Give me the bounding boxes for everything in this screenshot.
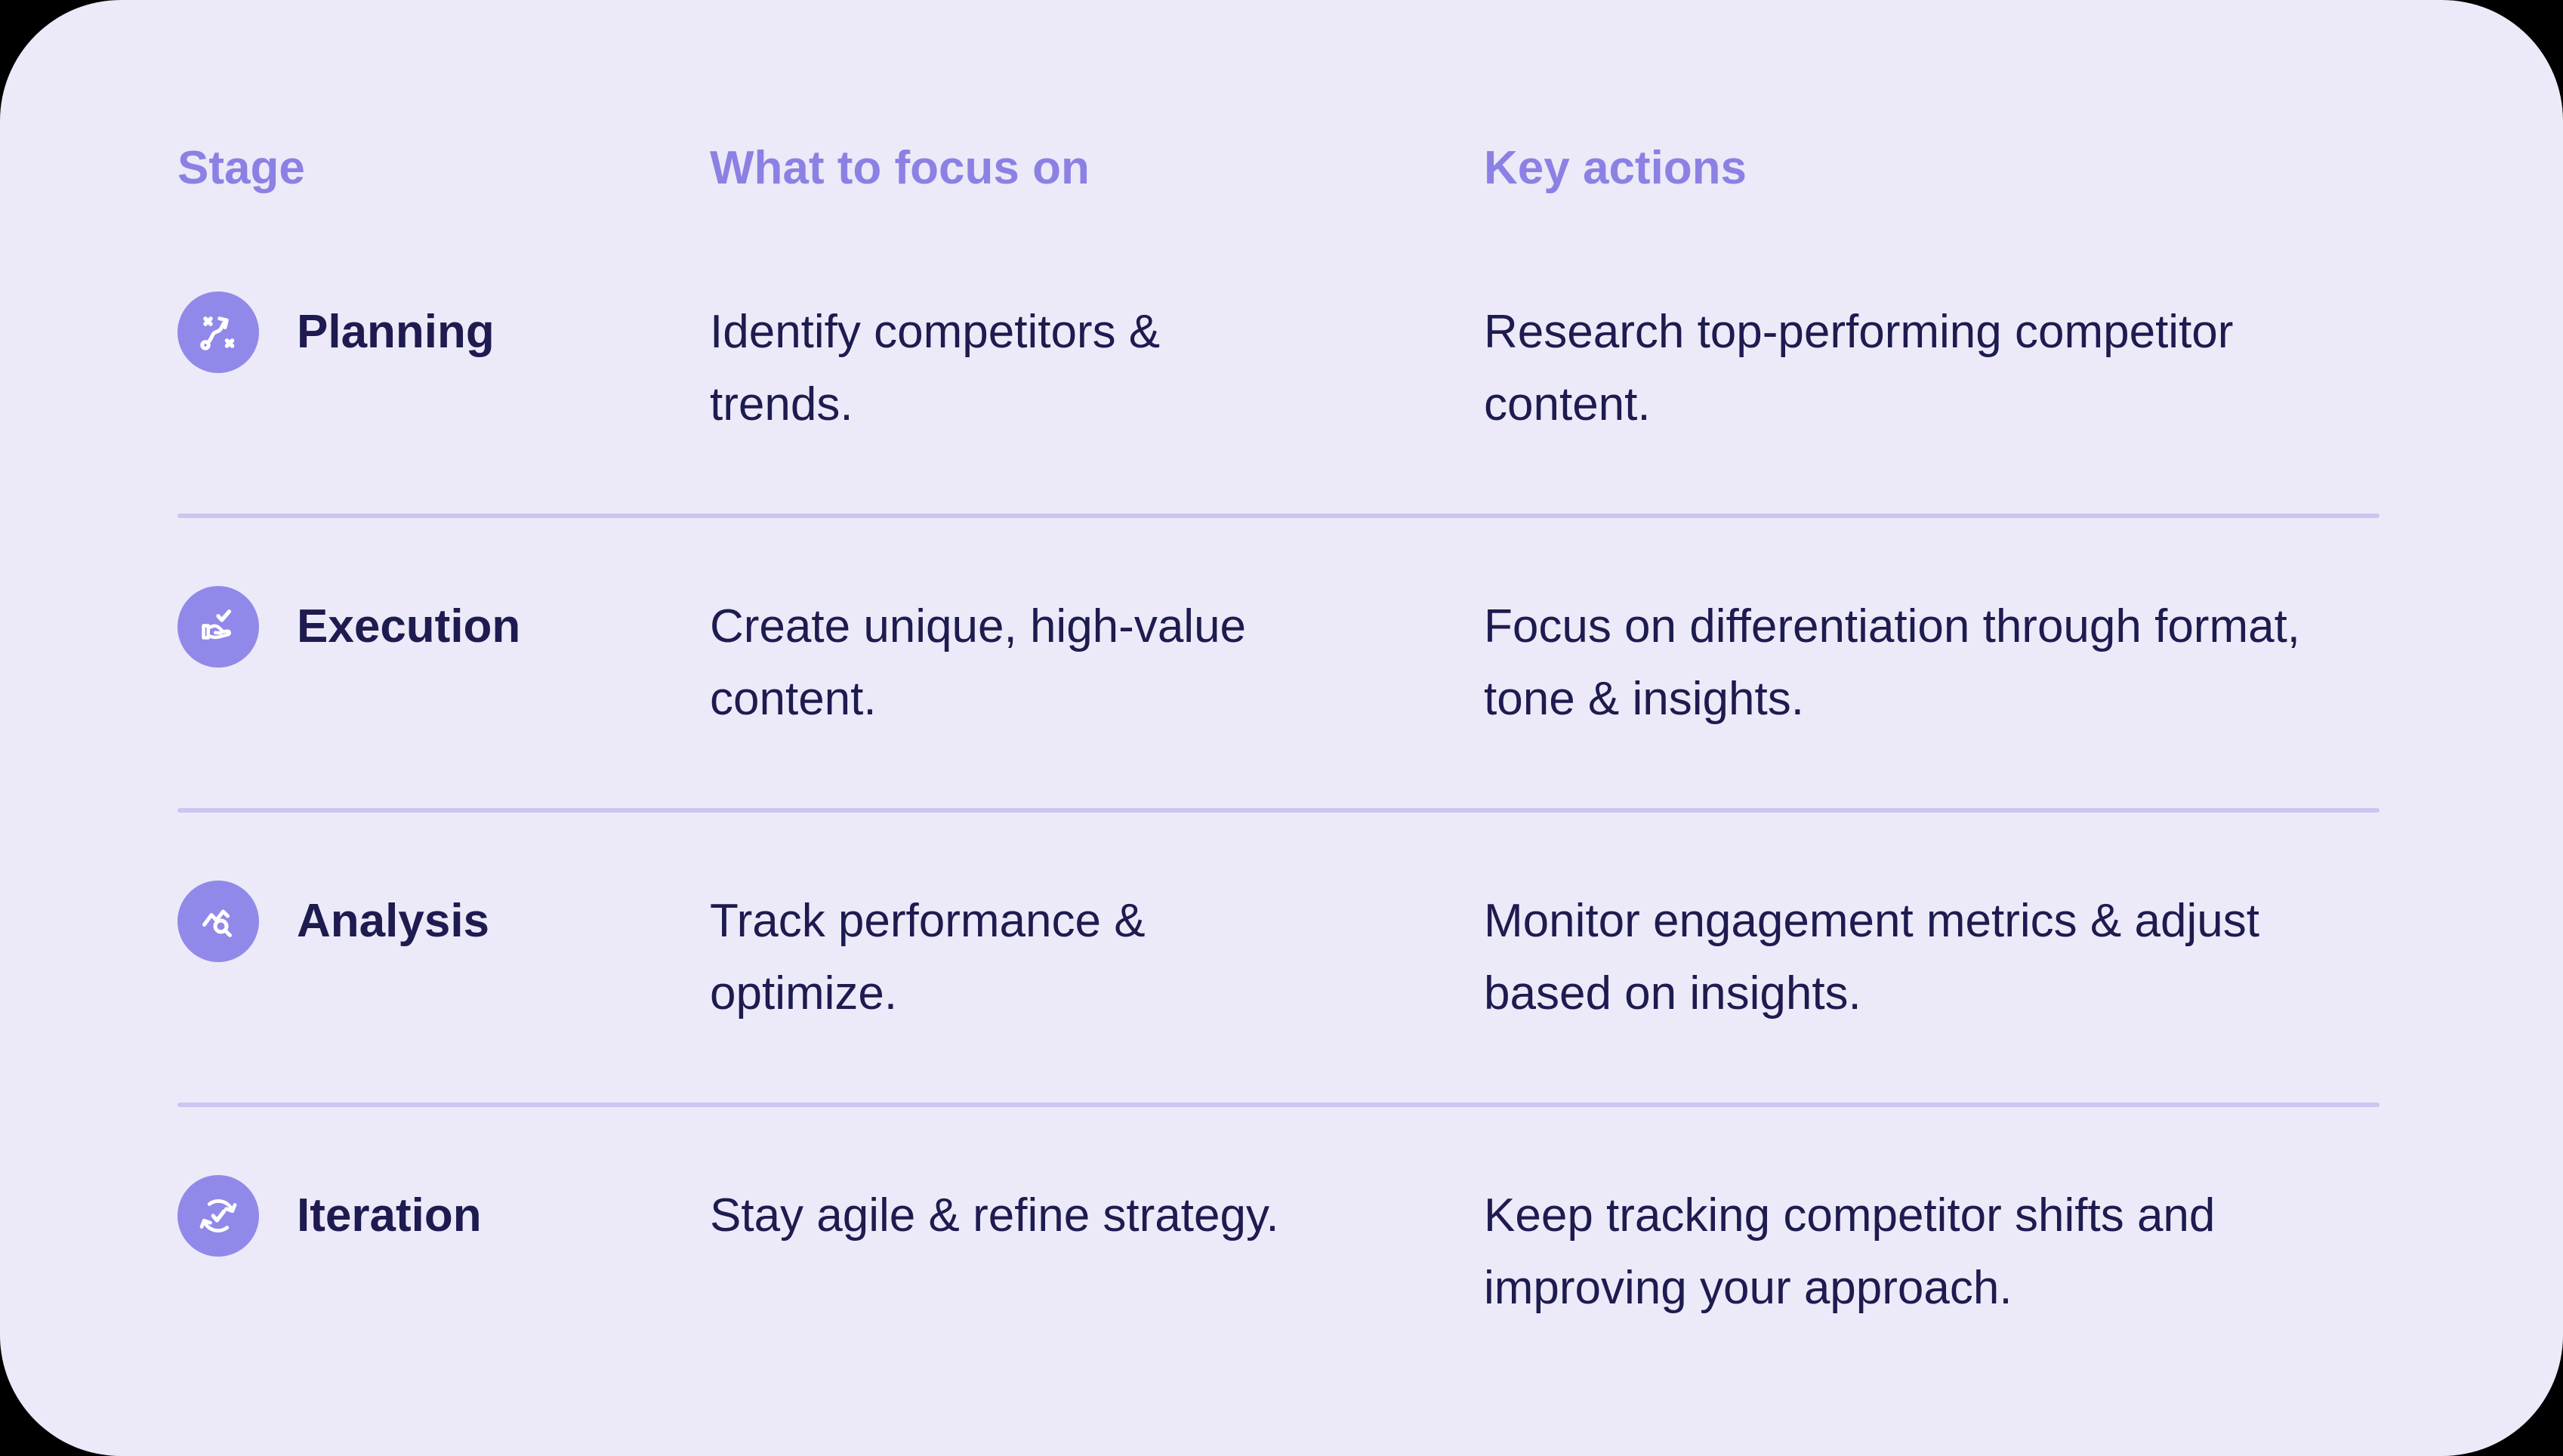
focus-cell: Stay agile & refine strategy. (710, 1180, 1484, 1252)
column-header-key-actions: Key actions (1484, 142, 1747, 194)
stage-cell: Execution (177, 586, 710, 668)
column-header-stage: Stage (177, 142, 305, 194)
table-header-row: Stage What to focus on Key actions (177, 132, 2382, 204)
actions-text: Research top-performing competitor conte… (1484, 306, 2234, 430)
table-row-execution: Execution Create unique, high-value cont… (177, 518, 2382, 808)
actions-cell: Research top-performing competitor conte… (1484, 296, 2382, 441)
focus-cell: Track performance & optimize. (710, 885, 1484, 1030)
hand-check-icon (202, 609, 232, 640)
row-divider (177, 1103, 2379, 1107)
actions-cell: Focus on differentiation through format,… (1484, 591, 2382, 736)
actions-text: Keep tracking competitor shifts and impr… (1484, 1189, 2216, 1314)
row-divider (177, 514, 2379, 518)
column-header-focus: What to focus on (710, 142, 1090, 194)
actions-text: Focus on differentiation through format,… (1484, 600, 2301, 725)
stage-label: Execution (297, 600, 521, 652)
stage-cell: Iteration (177, 1175, 710, 1257)
actions-cell: Monitor engagement metrics & adjust base… (1484, 885, 2382, 1030)
stage-label: Analysis (297, 895, 490, 947)
stage-cell: Planning (177, 292, 710, 373)
strategy-path-icon (200, 316, 235, 350)
focus-text: Identify competitors & trends. (710, 306, 1161, 430)
focus-text: Create unique, high-value content. (710, 600, 1247, 725)
chart-magnifier-icon (202, 909, 232, 937)
table-row-iteration: Iteration Stay agile & refine strategy. … (177, 1107, 2382, 1397)
table-row-planning: Planning Identify competitors & trends. … (177, 224, 2382, 514)
execution-icon-badge (177, 586, 259, 668)
actions-text: Monitor engagement metrics & adjust base… (1484, 895, 2259, 1020)
iteration-icon-badge (177, 1175, 259, 1257)
stage-label: Iteration (297, 1189, 482, 1242)
planning-icon-badge (177, 292, 259, 373)
actions-cell: Keep tracking competitor shifts and impr… (1484, 1180, 2382, 1325)
table-row-analysis: Analysis Track performance & optimize. M… (177, 813, 2382, 1103)
stage-cell: Analysis (177, 881, 710, 962)
row-divider (177, 808, 2379, 813)
analysis-icon-badge (177, 881, 259, 962)
focus-cell: Identify competitors & trends. (710, 296, 1484, 441)
focus-cell: Create unique, high-value content. (710, 591, 1484, 736)
focus-text: Stay agile & refine strategy. (710, 1189, 1279, 1242)
sync-check-icon (199, 1199, 237, 1232)
stage-label: Planning (297, 306, 495, 358)
focus-text: Track performance & optimize. (710, 895, 1146, 1020)
